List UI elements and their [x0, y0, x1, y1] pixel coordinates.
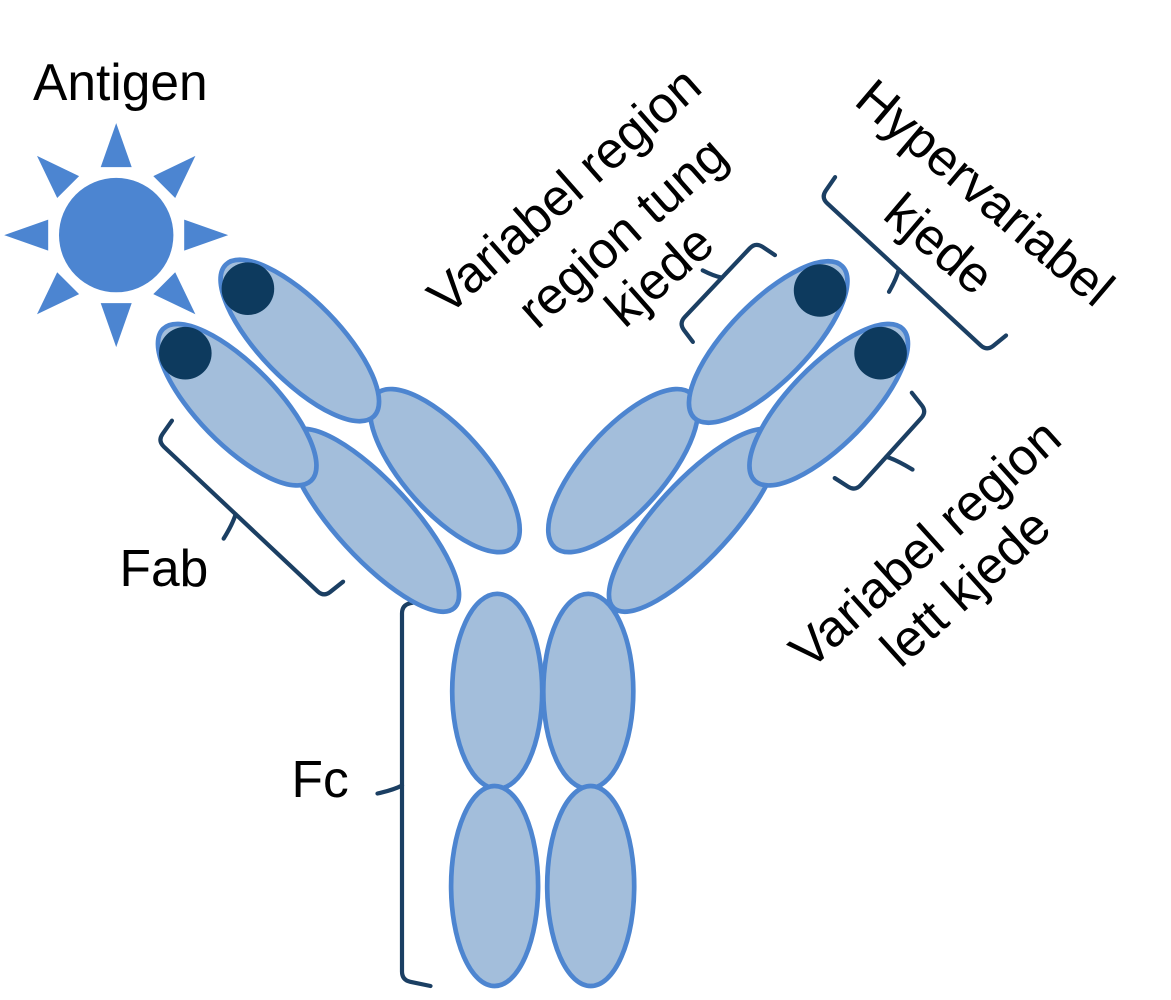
svg-text:Fab: Fab	[120, 539, 209, 597]
svg-text:Fc: Fc	[292, 750, 349, 808]
svg-text:Antigen: Antigen	[33, 53, 208, 111]
